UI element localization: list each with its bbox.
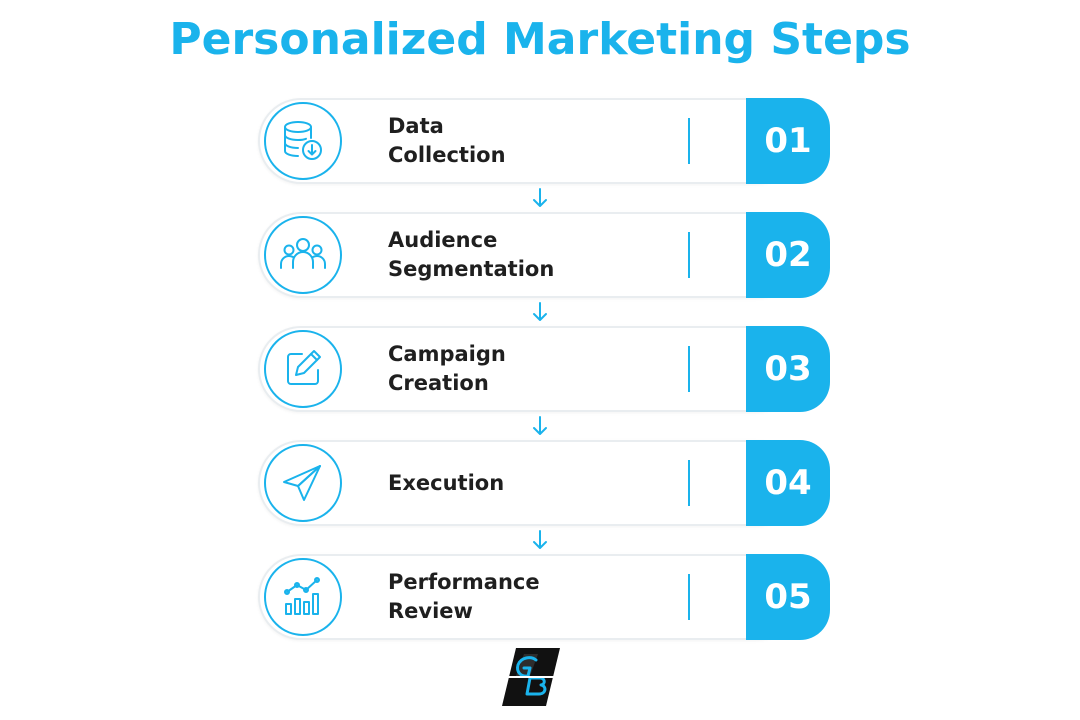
- step-number: 04: [746, 440, 830, 526]
- step-card: [258, 326, 798, 412]
- step-label: Performance Review: [388, 570, 540, 623]
- database-download-icon: [284, 121, 322, 160]
- step-1: Data Collection 01: [258, 98, 830, 207]
- step-label: Audience Segmentation: [388, 228, 555, 281]
- step-card: [258, 440, 798, 526]
- step-icon-circle: [264, 330, 342, 408]
- brand-logo: [502, 648, 560, 706]
- arrow-down-icon: [533, 188, 547, 207]
- step-icon-circle: [264, 558, 342, 636]
- paper-plane-icon: [283, 465, 321, 501]
- step-label: Execution: [388, 470, 505, 495]
- step-card: [258, 98, 798, 184]
- step-3: Campaign Creation 03: [258, 326, 830, 435]
- step-divider: [688, 346, 690, 392]
- step-divider: [688, 232, 690, 278]
- step-5: Performance Review 05: [258, 554, 830, 640]
- step-card: [258, 212, 798, 298]
- arrow-down-icon: [533, 530, 547, 549]
- pencil-edit-icon: [287, 350, 321, 385]
- bar-chart-trend-icon: [284, 577, 320, 615]
- step-2: Audience Segmentation 02: [258, 212, 830, 321]
- step-icon-circle: [264, 102, 342, 180]
- step-divider: [688, 460, 690, 506]
- step-icon-circle: [264, 216, 342, 294]
- step-number: 01: [746, 98, 830, 184]
- step-number: 05: [746, 554, 830, 640]
- step-4: Execution 04: [258, 440, 830, 549]
- step-card: [258, 554, 798, 640]
- steps-flow: Data Collection 01 Audience Segmentation…: [258, 98, 830, 668]
- page-title: Personalized Marketing Steps: [169, 14, 911, 65]
- arrow-down-icon: [533, 302, 547, 321]
- people-group-icon: [280, 238, 326, 269]
- step-label: Data Collection: [388, 114, 506, 167]
- step-number: 03: [746, 326, 830, 412]
- step-divider: [688, 574, 690, 620]
- step-icon-circle: [264, 444, 342, 522]
- step-label: Campaign Creation: [388, 342, 506, 395]
- step-number: 02: [746, 212, 830, 298]
- step-divider: [688, 118, 690, 164]
- arrow-down-icon: [533, 416, 547, 435]
